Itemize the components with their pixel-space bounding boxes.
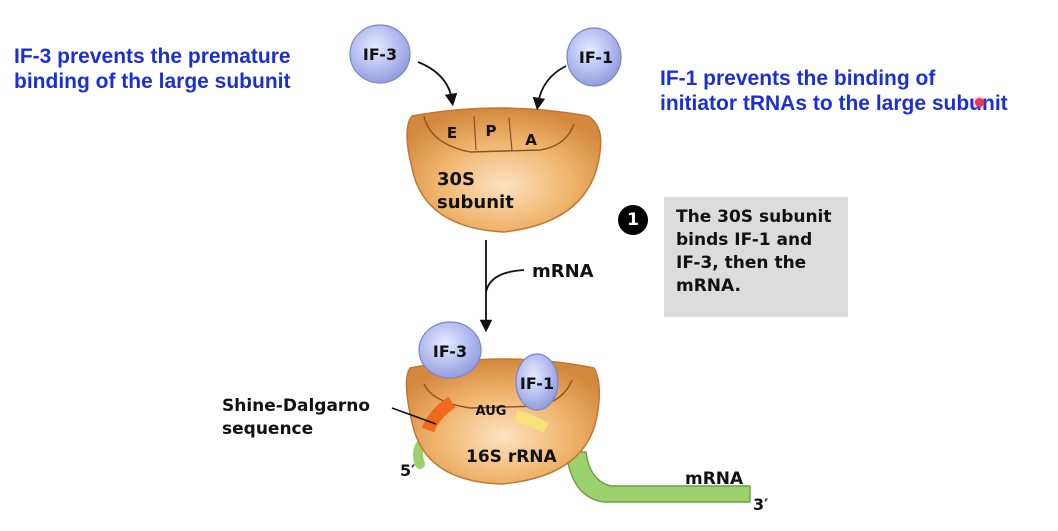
- cursor-indicator-icon: [975, 98, 984, 107]
- if3-label: IF-3: [363, 45, 397, 64]
- bound-if3-label: IF-3: [433, 342, 467, 361]
- if3-binding-arrow: [417, 61, 458, 107]
- mrna-joining-curve: [485, 269, 525, 293]
- aug-codon-label: AUG: [476, 404, 507, 419]
- shine-dalgarno-leader-line: [391, 407, 437, 425]
- bound-if3-sphere: [418, 321, 482, 379]
- mrna-strand: [565, 451, 751, 503]
- shine-dalgarno-label-1: Shine-Dalgarno: [222, 396, 370, 416]
- site-divider: [473, 115, 477, 151]
- mrna-5prime-stub: [413, 441, 425, 469]
- bound-if1-sphere: [515, 353, 559, 411]
- top-30s-label-2: subunit: [437, 192, 514, 213]
- free-if1: IF-1: [566, 27, 622, 87]
- if1-note-line-2: initiator tRNAs to the large subunit: [660, 92, 1008, 115]
- transition-mrna-label: mRNA: [532, 261, 594, 282]
- step-text-line-3: IF-3, then the: [676, 253, 807, 273]
- if3-note-line-1: IF-3 prevents the premature: [14, 45, 291, 68]
- aug-region: [514, 410, 549, 433]
- bottom-initiation-complex: AUG 16S rRNA IF-3 IF-1 Shine-Dalgarno se…: [222, 321, 768, 514]
- bottom-30s-groove: [423, 379, 573, 409]
- if1-sphere: [566, 27, 622, 87]
- if1-binding-arrow: [532, 65, 567, 111]
- if3-sphere: [349, 24, 411, 84]
- step-text-line-1: The 30S subunit: [676, 207, 832, 227]
- site-divider: [508, 117, 513, 152]
- step-text-line-2: binds IF-1 and: [676, 230, 813, 250]
- site-p-label: P: [486, 122, 497, 140]
- three-prime-label: 3′: [753, 495, 768, 514]
- if1-label: IF-1: [579, 48, 613, 67]
- five-prime-label: 5′: [400, 461, 415, 480]
- if1-note: IF-1 prevents the binding of initiator t…: [660, 66, 1008, 116]
- bound-if1-label: IF-1: [520, 374, 554, 393]
- top-30s-subunit: E P A 30S subunit: [406, 107, 602, 233]
- step-number-badge: 1: [618, 205, 648, 235]
- step-text-line-4: mRNA.: [676, 276, 741, 296]
- shine-dalgarno-region: [421, 396, 456, 433]
- bottom-mrna-label: mRNA: [685, 469, 744, 489]
- site-e-label: E: [447, 124, 457, 142]
- if3-note: IF-3 prevents the premature binding of t…: [14, 44, 291, 94]
- site-a-label: A: [525, 131, 537, 149]
- free-if3: IF-3: [349, 24, 411, 84]
- top-30s-groove: [423, 115, 575, 153]
- shine-dalgarno-label-2: sequence: [222, 419, 313, 439]
- mrna-binding-step-arrow: mRNA: [479, 240, 594, 333]
- top-30s-label-1: 30S: [437, 169, 475, 190]
- if3-note-line-2: binding of the large subunit: [14, 70, 291, 93]
- 16s-rrna-label: 16S rRNA: [466, 447, 558, 467]
- step-description-box: The 30S subunit binds IF-1 and IF-3, the…: [664, 197, 848, 317]
- if1-note-line-1: IF-1 prevents the binding of: [660, 67, 936, 90]
